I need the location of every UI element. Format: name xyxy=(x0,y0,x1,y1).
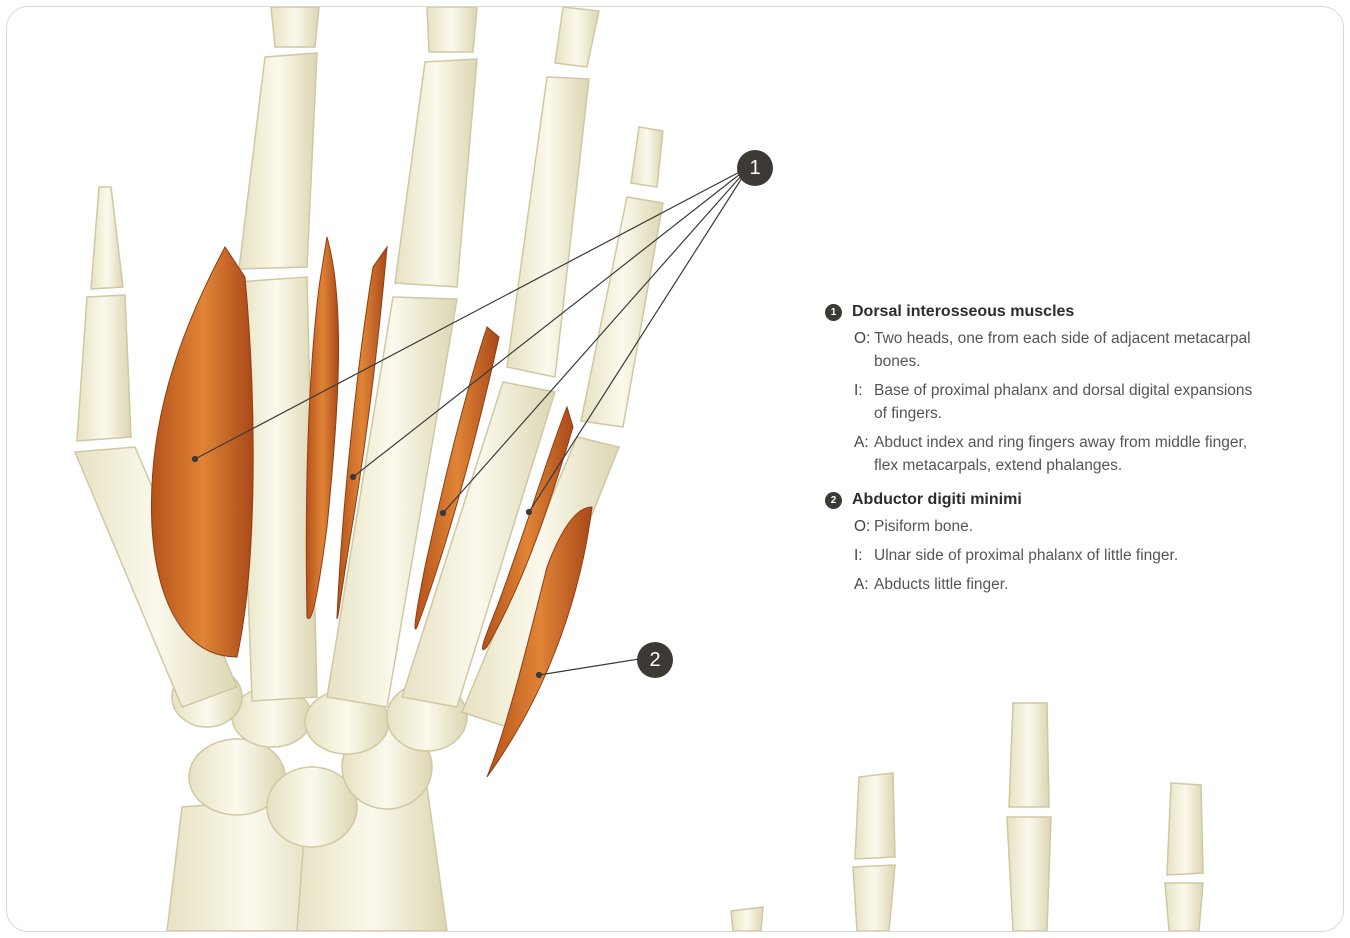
legend-entry-heading: 1 Dorsal interosseous muscles xyxy=(825,303,1265,321)
action-line: A: Abduct index and ring fingers away fr… xyxy=(854,431,1265,477)
legend-number-badge: 1 xyxy=(825,304,842,321)
insertion-line: I: Base of proximal phalanx and dorsal d… xyxy=(854,379,1265,425)
origin-text: Pisiform bone. xyxy=(874,515,1265,538)
legend-entry-title: Abductor digiti minimi xyxy=(852,491,1022,509)
callout-2-leader-line xyxy=(537,659,640,678)
callout-2: 2 xyxy=(637,642,673,678)
action-text: Abducts little finger. xyxy=(874,573,1265,596)
action-line: A: Abducts little finger. xyxy=(854,573,1265,596)
page-frame: 1 2 1 Dorsal interosseous muscles O: Two… xyxy=(6,6,1344,932)
partial-finger-bones xyxy=(731,703,1203,931)
callout-1: 1 xyxy=(737,150,773,186)
action-label: A: xyxy=(854,573,874,596)
origin-text: Two heads, one from each side of adjacen… xyxy=(874,327,1265,373)
insertion-label: I: xyxy=(854,544,874,567)
origin-line: O: Pisiform bone. xyxy=(854,515,1265,538)
legend-entry-title: Dorsal interosseous muscles xyxy=(852,303,1074,321)
legend-entry-heading: 2 Abductor digiti minimi xyxy=(825,491,1265,509)
action-text: Abduct index and ring fingers away from … xyxy=(874,431,1265,477)
action-label: A: xyxy=(854,431,874,477)
origin-label: O: xyxy=(854,515,874,538)
insertion-text: Ulnar side of proximal phalanx of little… xyxy=(874,544,1265,567)
legend-entry-abductor-digiti-minimi: 2 Abductor digiti minimi O: Pisiform bon… xyxy=(825,491,1265,596)
insertion-line: I: Ulnar side of proximal phalanx of lit… xyxy=(854,544,1265,567)
insertion-text: Base of proximal phalanx and dorsal digi… xyxy=(874,379,1265,425)
origin-line: O: Two heads, one from each side of adja… xyxy=(854,327,1265,373)
legend-entry-dorsal-interossei: 1 Dorsal interosseous muscles O: Two hea… xyxy=(825,303,1265,477)
origin-label: O: xyxy=(854,327,874,373)
insertion-label: I: xyxy=(854,379,874,425)
legend-number-badge: 2 xyxy=(825,492,842,509)
muscle-legend: 1 Dorsal interosseous muscles O: Two hea… xyxy=(825,303,1265,610)
